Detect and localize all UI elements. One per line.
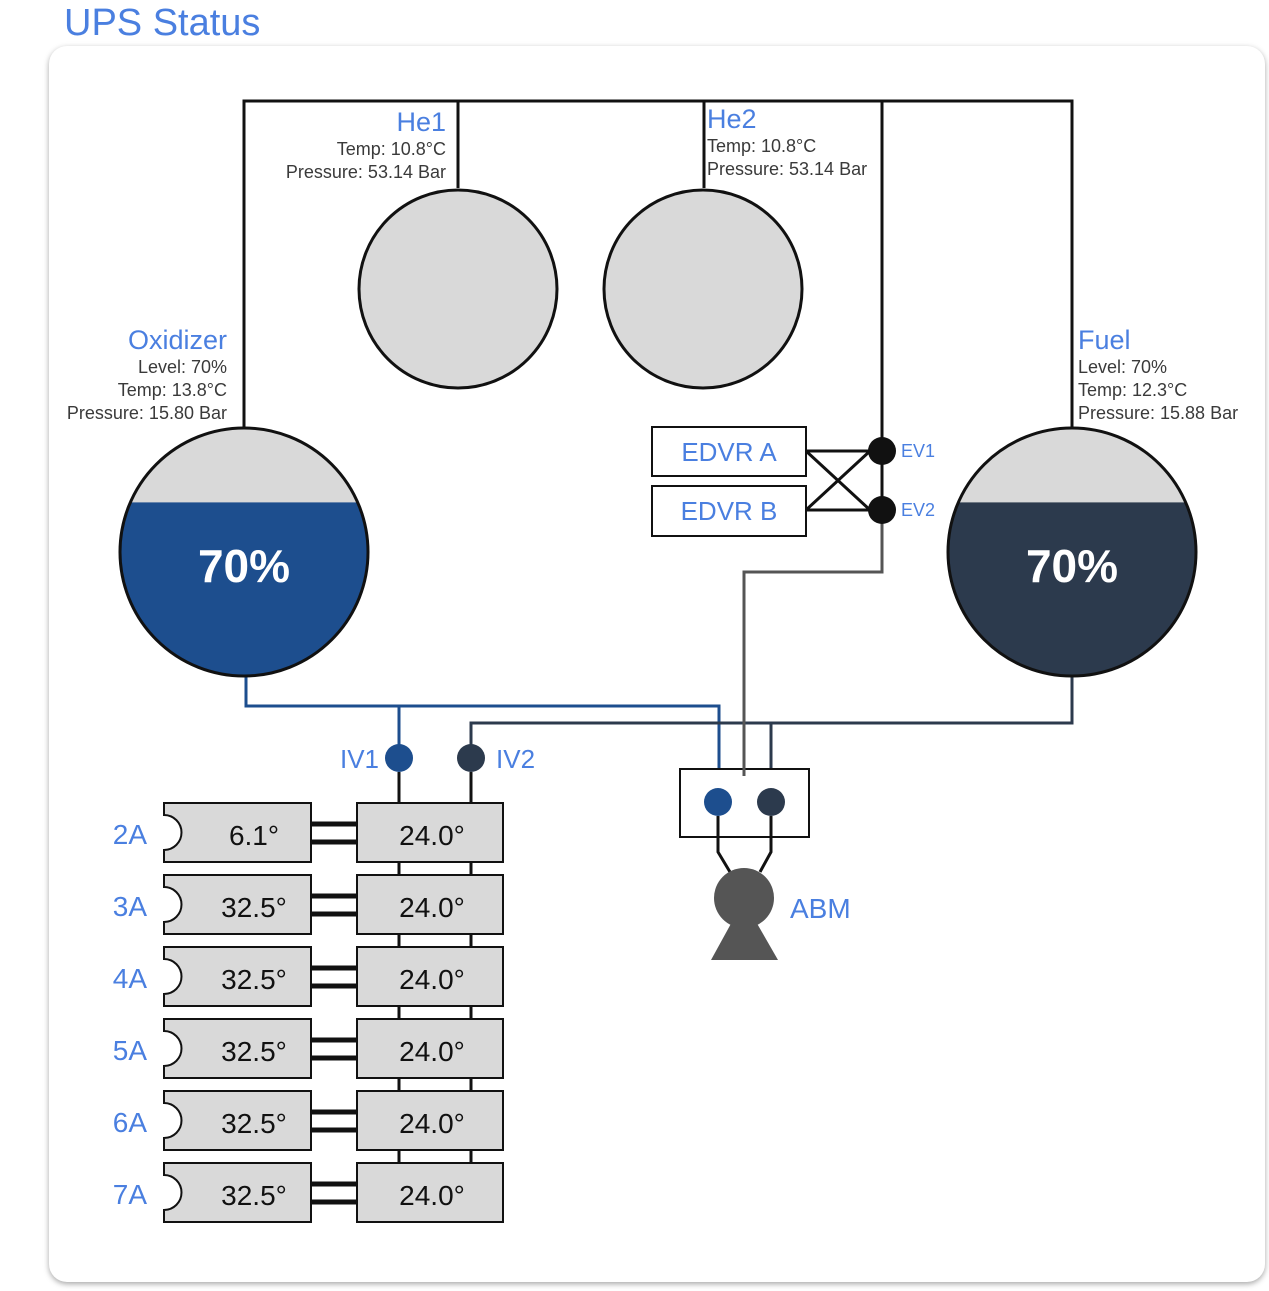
iv1-valve[interactable] xyxy=(385,744,413,772)
oxidizer-level-fill xyxy=(120,502,368,676)
thruster-label: 3A xyxy=(113,891,148,922)
thruster-left-box xyxy=(163,1090,312,1151)
ev1-valve[interactable] xyxy=(868,437,896,465)
fuel-level-fill xyxy=(948,502,1196,676)
thruster-row[interactable]: 4A 32.5° 24.0° xyxy=(113,946,504,1007)
thruster-right-box xyxy=(356,802,504,863)
thruster-left-temp: 32.5° xyxy=(221,892,287,923)
fuel-percent: 70% xyxy=(1026,540,1118,592)
thruster-right-temp: 24.0° xyxy=(399,1180,465,1211)
thruster-left-box xyxy=(163,874,312,935)
page-title: UPS Status xyxy=(64,2,261,44)
vent-line xyxy=(742,510,884,770)
thruster-right-box xyxy=(356,1162,504,1223)
abm-valve-box xyxy=(679,768,810,838)
thruster-right-temp: 24.0° xyxy=(399,964,465,995)
he2-name: He2 xyxy=(707,104,757,134)
oxidizer-feed-line xyxy=(244,676,721,803)
fuel-tank: 70% xyxy=(946,426,1198,678)
ev1-label: EV1 xyxy=(901,441,935,461)
thruster-label: 7A xyxy=(113,1179,148,1210)
abm-oxidizer-valve[interactable] xyxy=(704,788,732,816)
thruster-right-temp: 24.0° xyxy=(399,1036,465,1067)
thruster-left-temp: 32.5° xyxy=(221,1108,287,1139)
thruster-left-temp: 32.5° xyxy=(221,1036,287,1067)
edvr-a-label: EDVR A xyxy=(681,437,777,467)
he1-tank xyxy=(357,188,559,390)
thruster-label: 4A xyxy=(113,963,148,994)
thruster-right-box xyxy=(356,1090,504,1151)
he2-temp: Temp: 10.8°C xyxy=(707,136,816,156)
thruster-row[interactable]: 3A 32.5° 24.0° xyxy=(113,874,504,935)
edvr-b-label: EDVR B xyxy=(681,496,778,526)
thruster-list: 2A 6.1° 24.0° 3A 32.5° 24.0° 4A 32.5° 24… xyxy=(113,802,504,1223)
thruster-right-temp: 24.0° xyxy=(399,1108,465,1139)
fuel-name: Fuel xyxy=(1078,325,1131,355)
abm-label: ABM xyxy=(790,893,851,924)
abm-fuel-valve[interactable] xyxy=(757,788,785,816)
ev2-label: EV2 xyxy=(901,500,935,520)
thruster-row[interactable]: 5A 32.5° 24.0° xyxy=(113,1018,504,1079)
thruster-row[interactable]: 7A 32.5° 24.0° xyxy=(113,1162,504,1223)
thruster-right-box xyxy=(356,1018,504,1079)
thruster-left-box xyxy=(163,1018,312,1079)
thruster-right-temp: 24.0° xyxy=(399,820,465,851)
thruster-left-box xyxy=(163,1162,312,1223)
thruster-left-temp: 32.5° xyxy=(221,1180,287,1211)
oxidizer-level: Level: 70% xyxy=(138,357,227,377)
oxidizer-name: Oxidizer xyxy=(128,325,227,355)
fuel-level: Level: 70% xyxy=(1078,357,1167,377)
thruster-row[interactable]: 2A 6.1° 24.0° xyxy=(113,802,504,863)
oxidizer-tank: 70% xyxy=(118,426,370,678)
he2-pressure: Pressure: 53.14 Bar xyxy=(707,159,867,179)
oxidizer-percent: 70% xyxy=(198,540,290,592)
edvr-a-box[interactable]: EDVR A xyxy=(651,426,807,477)
he1-name: He1 xyxy=(396,107,446,137)
iv2-valve[interactable] xyxy=(457,744,485,772)
thruster-left-temp: 6.1° xyxy=(229,820,279,851)
oxidizer-pressure: Pressure: 15.80 Bar xyxy=(67,403,227,423)
thruster-label: 5A xyxy=(113,1035,148,1066)
he1-pressure: Pressure: 53.14 Bar xyxy=(286,162,446,182)
thruster-left-box xyxy=(163,946,312,1007)
ev2-valve[interactable] xyxy=(868,496,896,524)
thruster-left-box xyxy=(163,802,312,863)
thruster-row[interactable]: 6A 32.5° 24.0° xyxy=(113,1090,504,1151)
thruster-label: 6A xyxy=(113,1107,148,1138)
thruster-right-box xyxy=(356,874,504,935)
oxidizer-temp: Temp: 13.8°C xyxy=(118,380,227,400)
iv2-label: IV2 xyxy=(496,744,535,774)
thruster-right-box xyxy=(356,946,504,1007)
thruster-label: 2A xyxy=(113,819,148,850)
fuel-pressure: Pressure: 15.88 Bar xyxy=(1078,403,1238,423)
edvr-b-box[interactable]: EDVR B xyxy=(651,485,807,537)
fuel-temp: Temp: 12.3°C xyxy=(1078,380,1187,400)
thruster-left-temp: 32.5° xyxy=(221,964,287,995)
iv1-label: IV1 xyxy=(340,744,379,774)
he1-temp: Temp: 10.8°C xyxy=(337,139,446,159)
he2-tank xyxy=(602,188,804,390)
thruster-right-temp: 24.0° xyxy=(399,892,465,923)
abm-engine-icon xyxy=(711,816,778,960)
